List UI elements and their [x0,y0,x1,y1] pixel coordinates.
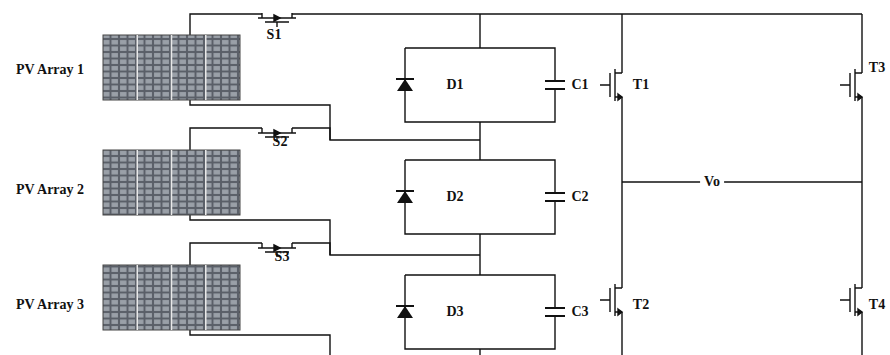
diode-symbol [396,191,414,203]
capacitor-label: C1 [571,77,588,92]
mosfet-label: T3 [869,60,885,75]
wire [292,13,862,14]
switch-label: S2 [273,134,288,149]
mosfet-symbol [840,69,862,101]
wire [405,48,555,81]
capacitor-label: C2 [571,189,588,204]
diode-label: D1 [446,77,463,92]
wire [479,122,480,160]
pv-panel [103,35,240,100]
wire [190,128,262,150]
diode-label: D2 [446,189,463,204]
wire [190,100,330,140]
wire [292,243,480,255]
capacitor-symbol [545,308,565,316]
mosfet-label: T4 [869,297,885,312]
mosfet-switch [258,13,296,27]
diode-symbol [396,306,414,318]
wire [861,97,862,288]
capacitor-label: C3 [571,304,588,319]
wire [622,181,862,182]
output-voltage-label: Vo [700,174,724,189]
diode-label: D3 [446,304,463,319]
wire [405,160,555,193]
mosfet-symbol [840,284,862,316]
switch-label: S3 [275,249,290,264]
array-label: PV Array 1 [16,62,84,77]
array-label: PV Array 2 [16,182,84,197]
wire [405,275,555,308]
wire [190,215,330,255]
mosfet-label: T2 [633,297,649,312]
wire [190,14,262,35]
switch-label: S1 [267,27,282,42]
wire [479,14,480,48]
wire [405,275,555,349]
wire [405,160,555,234]
pv-panel [103,265,240,330]
wire [861,312,862,355]
mosfet-symbol [600,69,622,101]
array-label: PV Array 3 [16,297,84,312]
wire [479,234,480,275]
wire [190,330,330,355]
wire [621,14,622,73]
capacitor-symbol [545,193,565,201]
wire [861,14,862,73]
wire [479,349,480,355]
wire [621,97,622,288]
mosfet-label: T1 [633,77,649,92]
wire [190,243,262,265]
wire [621,312,622,355]
mosfet-symbol [600,284,622,316]
diode-symbol [396,79,414,91]
wire [405,48,555,122]
capacitor-symbol [545,81,565,89]
wire [292,128,480,140]
pv-panel [103,150,240,215]
